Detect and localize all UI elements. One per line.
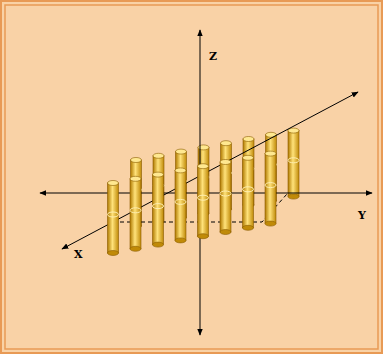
y-axis-label: Y xyxy=(358,210,366,221)
z-axis-label: Z xyxy=(209,51,217,62)
x-axis-label: X xyxy=(74,249,83,260)
